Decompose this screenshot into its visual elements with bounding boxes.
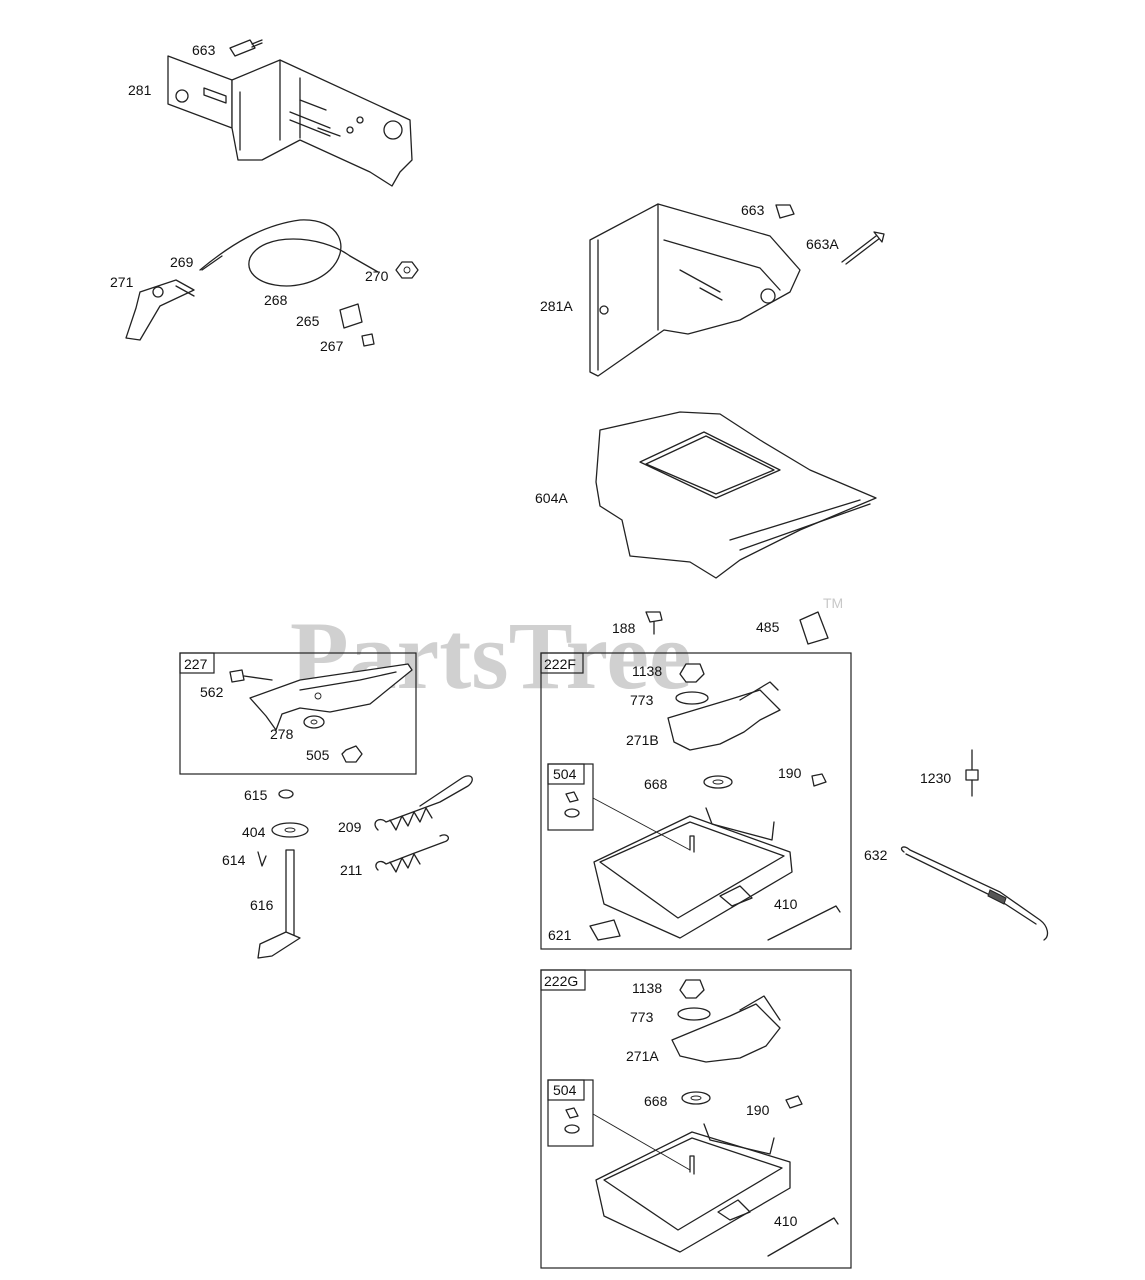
group-box-227 bbox=[179, 652, 417, 775]
part-label-271a: 271A bbox=[626, 1048, 659, 1064]
link-410-222f-drawing bbox=[767, 905, 841, 941]
group-tag-504-222f bbox=[547, 763, 585, 785]
group-label-504-222f: 504 bbox=[553, 766, 577, 782]
washer-773-222g-drawing bbox=[677, 1007, 711, 1021]
bracket-281-drawing bbox=[167, 55, 413, 187]
nut-1138-222f-drawing bbox=[679, 663, 705, 683]
plate-271a-drawing bbox=[671, 995, 781, 1063]
part-label-773-222f: 773 bbox=[630, 692, 654, 708]
spring-211-drawing bbox=[375, 834, 449, 873]
part-label-1138-222g: 1138 bbox=[632, 980, 662, 996]
bolt-190-222f-drawing bbox=[811, 773, 827, 787]
part-label-663-right: 663 bbox=[741, 202, 765, 218]
key-504-222g-drawing bbox=[565, 1107, 579, 1119]
part-label-265: 265 bbox=[296, 313, 320, 329]
retainer-615-drawing bbox=[278, 789, 294, 799]
bolt-562-drawing bbox=[229, 669, 273, 683]
group-tag-222g bbox=[540, 969, 586, 991]
lever-271-drawing bbox=[125, 279, 195, 341]
part-label-410-222g: 410 bbox=[774, 1213, 798, 1229]
part-label-621: 621 bbox=[548, 927, 572, 943]
plate-271b-drawing bbox=[667, 681, 781, 751]
clip-621-drawing bbox=[589, 919, 621, 941]
bushing-668-222g-drawing bbox=[681, 1091, 711, 1105]
part-label-485: 485 bbox=[756, 619, 780, 635]
part-label-410-222f: 410 bbox=[774, 896, 798, 912]
group-tag-222f bbox=[540, 652, 584, 674]
cable-268-drawing bbox=[199, 219, 379, 287]
part-label-632: 632 bbox=[864, 847, 888, 863]
part-label-616: 616 bbox=[250, 897, 274, 913]
part-label-268: 268 bbox=[264, 292, 288, 308]
cover-604a-drawing bbox=[595, 411, 877, 579]
part-label-773-222g: 773 bbox=[630, 1009, 654, 1025]
part-label-1138-222f: 1138 bbox=[632, 663, 662, 679]
part-label-270: 270 bbox=[365, 268, 389, 284]
part-label-663-top: 663 bbox=[192, 42, 216, 58]
group-tag-227 bbox=[179, 652, 215, 674]
bolt-190-222g-drawing bbox=[785, 1095, 803, 1109]
clip-485-drawing bbox=[799, 611, 829, 645]
part-label-604a: 604A bbox=[535, 490, 568, 506]
nut-505-drawing bbox=[341, 745, 363, 763]
part-label-278: 278 bbox=[270, 726, 294, 742]
part-label-267: 267 bbox=[320, 338, 344, 354]
shaft-616-drawing bbox=[257, 849, 301, 959]
washer-504-222f-drawing bbox=[564, 808, 580, 818]
part-label-190-222f: 190 bbox=[778, 765, 802, 781]
part-label-668-222f: 668 bbox=[644, 776, 668, 792]
shroud-281a-drawing bbox=[589, 203, 801, 377]
screw-267-drawing bbox=[361, 333, 375, 347]
part-label-615: 615 bbox=[244, 787, 268, 803]
part-label-211: 211 bbox=[340, 862, 363, 878]
part-label-663a: 663A bbox=[806, 236, 839, 252]
part-label-562: 562 bbox=[200, 684, 224, 700]
part-label-209: 209 bbox=[338, 819, 362, 835]
trademark: TM bbox=[823, 595, 843, 611]
group-box-222f bbox=[540, 652, 852, 950]
part-label-505: 505 bbox=[306, 747, 330, 763]
leader-504-222f bbox=[592, 797, 691, 851]
part-label-269: 269 bbox=[170, 254, 194, 270]
part-label-614: 614 bbox=[222, 852, 246, 868]
bolt-663-top-drawing bbox=[229, 39, 263, 57]
part-label-668-222g: 668 bbox=[644, 1093, 668, 1109]
bushing-668-222f-drawing bbox=[703, 775, 733, 789]
part-label-404: 404 bbox=[242, 824, 266, 840]
key-504-222f-drawing bbox=[565, 791, 579, 803]
part-label-281: 281 bbox=[128, 82, 152, 98]
spring-209-drawing bbox=[374, 775, 473, 831]
group-tag-504-222g bbox=[547, 1079, 585, 1101]
washer-504-222g-drawing bbox=[564, 1124, 580, 1134]
stud-1230-drawing bbox=[965, 749, 979, 797]
bracket-base-222g-drawing bbox=[595, 1123, 791, 1253]
washer-404-drawing bbox=[271, 822, 309, 838]
bolt-663-right-drawing bbox=[775, 204, 795, 219]
part-label-190-222g: 190 bbox=[746, 1102, 770, 1118]
part-label-281a: 281A bbox=[540, 298, 573, 314]
part-label-271: 271 bbox=[110, 274, 134, 290]
leader-504-222g bbox=[592, 1113, 691, 1171]
group-box-222g bbox=[540, 969, 852, 1269]
part-label-271b: 271B bbox=[626, 732, 659, 748]
nut-270-drawing bbox=[395, 261, 419, 279]
clip-265-drawing bbox=[339, 303, 363, 329]
clip-614-drawing bbox=[257, 851, 267, 867]
washer-278-drawing bbox=[303, 715, 325, 729]
group-label-222f: 222F bbox=[544, 656, 576, 672]
group-label-222g: 222G bbox=[544, 973, 578, 989]
bolt-188-drawing bbox=[645, 611, 663, 635]
part-label-188: 188 bbox=[612, 620, 636, 636]
bracket-base-222f-drawing bbox=[593, 807, 793, 939]
pin-663a-drawing bbox=[841, 231, 885, 265]
spring-link-632-drawing bbox=[900, 846, 1049, 941]
link-410-222g-drawing bbox=[767, 1217, 839, 1257]
nut-1138-222g-drawing bbox=[679, 979, 705, 999]
group-label-227: 227 bbox=[184, 656, 208, 672]
group-label-504-222g: 504 bbox=[553, 1082, 577, 1098]
part-label-1230: 1230 bbox=[920, 770, 951, 786]
washer-773-222f-drawing bbox=[675, 691, 709, 705]
governor-plate-227-drawing bbox=[249, 663, 413, 731]
